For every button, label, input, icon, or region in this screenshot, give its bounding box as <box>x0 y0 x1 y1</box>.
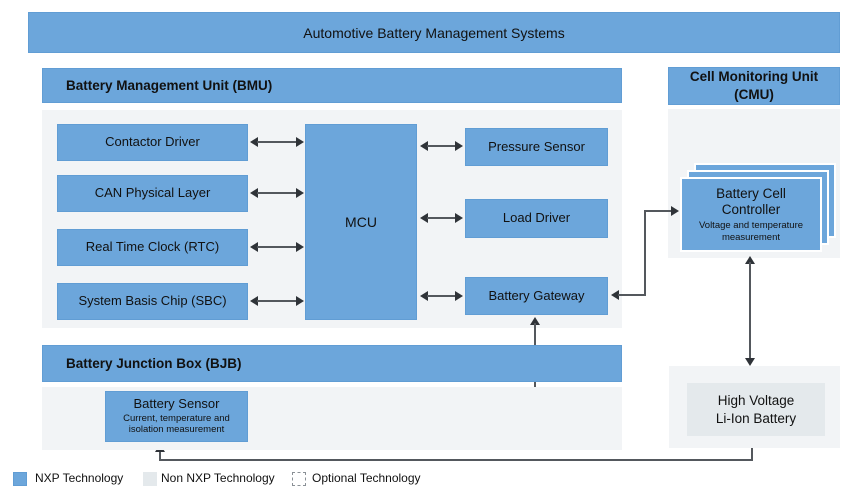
legend-label-nxp: NXP Technology <box>35 471 124 485</box>
block-battery-gateway: Battery Gateway <box>465 277 608 315</box>
legend-swatch-optional <box>292 472 306 486</box>
block-real-time-clock: Real Time Clock (RTC) <box>57 229 248 266</box>
cmu-title: Cell Monitoring Unit (CMU) <box>689 69 819 102</box>
block-contactor-driver: Contactor Driver <box>57 124 248 161</box>
line-segment <box>427 295 456 297</box>
line-segment <box>618 294 646 296</box>
arrowhead <box>745 358 755 366</box>
block-label: Battery Gateway <box>488 287 585 303</box>
bmu-title: Battery Management Unit (BMU) <box>66 78 273 93</box>
cmu-header: Cell Monitoring Unit (CMU) <box>668 67 840 105</box>
line-segment <box>749 262 751 360</box>
line-segment <box>751 448 753 461</box>
legend-label-optional: Optional Technology <box>312 471 421 485</box>
block-label: CAN Physical Layer <box>94 185 211 201</box>
block-label: Battery Sensor <box>133 396 220 412</box>
block-hv-li-ion-battery: High Voltage Li-Ion Battery <box>687 383 825 436</box>
block-sublabel: Voltage and temperature measurement <box>698 220 804 243</box>
line-segment <box>427 217 456 219</box>
bmu-header: Battery Management Unit (BMU) <box>42 68 622 103</box>
bjb-title: Battery Junction Box (BJB) <box>66 356 242 371</box>
block-label: Pressure Sensor <box>488 138 585 154</box>
arrowhead <box>530 317 540 325</box>
legend-label-non-nxp: Non NXP Technology <box>161 471 275 485</box>
arrowhead <box>250 242 258 252</box>
legend-swatch-non-nxp <box>143 472 157 486</box>
arrowhead <box>296 188 304 198</box>
line-segment <box>427 145 456 147</box>
arrowhead <box>296 296 304 306</box>
banner: Automotive Battery Management Systems <box>28 12 840 53</box>
block-label: System Basis Chip (SBC) <box>78 293 227 309</box>
bjb-header: Battery Junction Box (BJB) <box>42 345 622 382</box>
block-pressure-sensor: Pressure Sensor <box>465 128 608 166</box>
arrowhead <box>455 291 463 301</box>
block-can-physical-layer: CAN Physical Layer <box>57 175 248 212</box>
legend-swatch-nxp <box>13 472 27 486</box>
banner-title: Automotive Battery Management Systems <box>303 24 565 41</box>
arrowhead <box>250 137 258 147</box>
arrowhead <box>611 290 619 300</box>
line-segment <box>644 210 672 212</box>
arrowhead <box>455 141 463 151</box>
arrowhead <box>455 213 463 223</box>
line-segment <box>257 300 297 302</box>
arrowhead <box>250 296 258 306</box>
arrowhead <box>671 206 679 216</box>
block-system-basis-chip: System Basis Chip (SBC) <box>57 283 248 320</box>
line-segment <box>159 450 161 461</box>
block-mcu: MCU <box>305 124 417 320</box>
line-segment <box>644 211 646 296</box>
block-label: Contactor Driver <box>105 134 200 150</box>
arrowhead <box>250 188 258 198</box>
line-segment <box>257 141 297 143</box>
line-segment <box>159 459 753 461</box>
block-label: Load Driver <box>502 210 571 226</box>
arrowhead <box>420 213 428 223</box>
block-load-driver: Load Driver <box>465 199 608 238</box>
line-segment <box>257 192 297 194</box>
arrowhead <box>420 141 428 151</box>
arrowhead <box>296 242 304 252</box>
block-battery-cell-controller: Battery Cell Controller Voltage and temp… <box>680 177 822 252</box>
arrowhead <box>296 137 304 147</box>
block-label: MCU <box>345 214 377 230</box>
arrowhead <box>745 256 755 264</box>
block-label: High Voltage Li-Ion Battery <box>715 392 797 426</box>
line-segment <box>257 246 297 248</box>
block-battery-sensor: Battery Sensor Current, temperature and … <box>105 391 248 442</box>
block-sublabel: Current, temperature and isolation measu… <box>123 412 230 436</box>
block-label: Real Time Clock (RTC) <box>85 239 220 255</box>
block-label: Battery Cell Controller <box>716 186 786 217</box>
arrowhead <box>420 291 428 301</box>
